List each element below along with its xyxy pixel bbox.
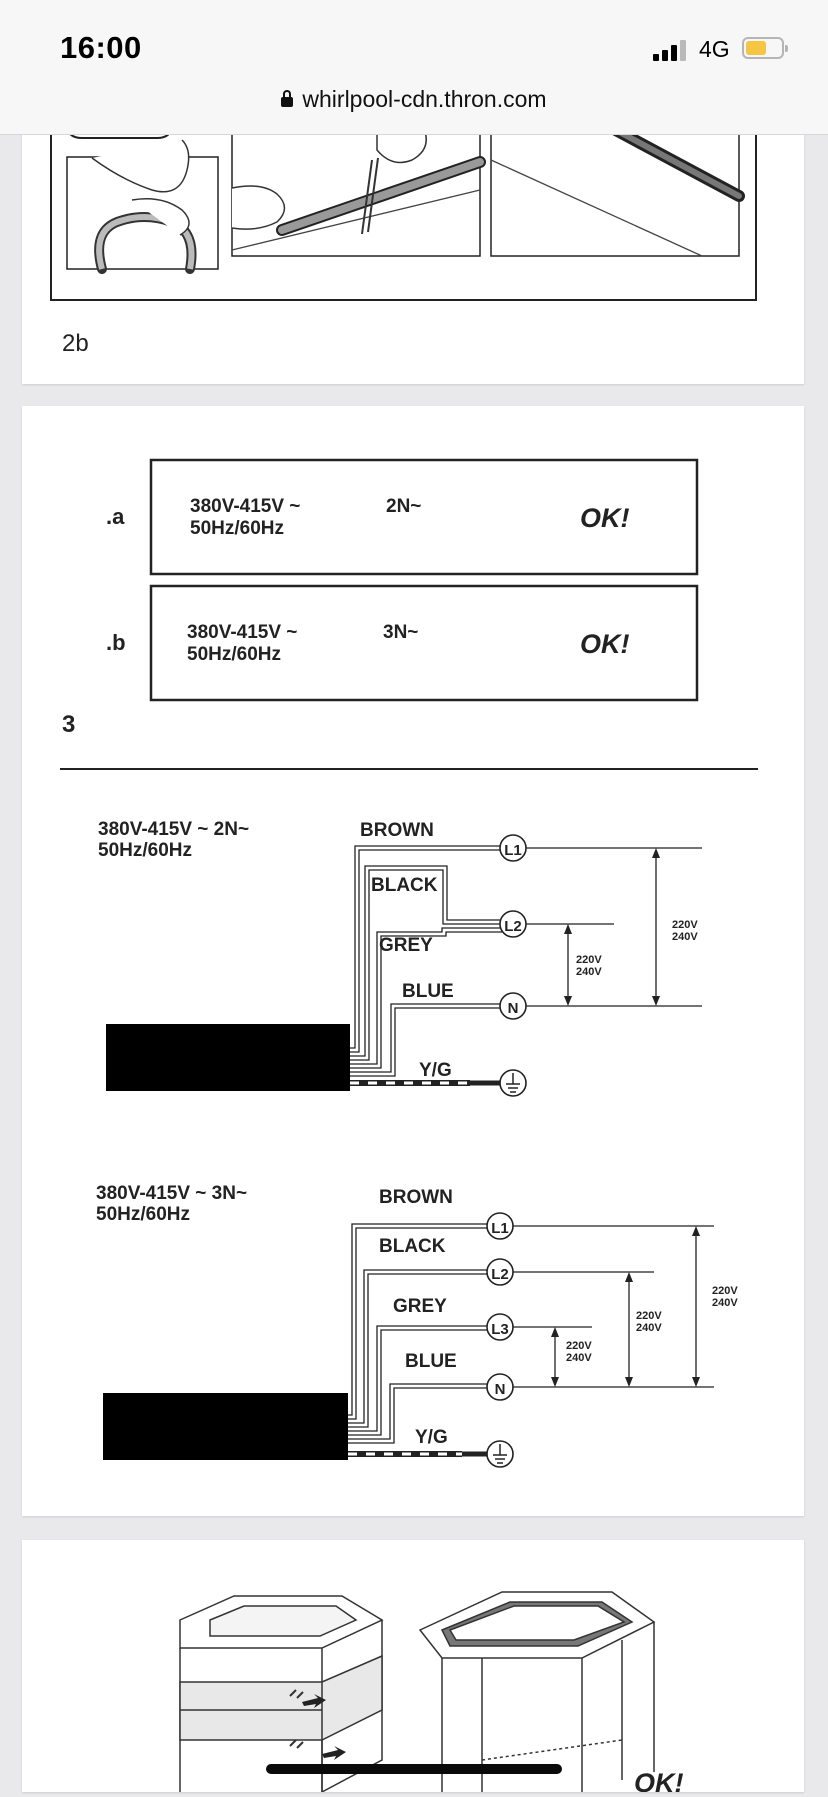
connection-row-a: .a 380V-415V ~ 50Hz/60Hz 2N~ OK!: [106, 458, 699, 576]
figure-3-card: .a 380V-415V ~ 50Hz/60Hz 2N~ OK! .b 380V…: [22, 406, 804, 1516]
connection-row-b: .b 380V-415V ~ 50Hz/60Hz 3N~ OK!: [106, 584, 699, 702]
svg-text:N: N: [495, 1381, 506, 1398]
wire-black-label: BLACK: [371, 875, 438, 896]
diagram-3n-supply: 380V-415V ~ 3N~: [96, 1183, 247, 1204]
terminal-l2: L2: [504, 918, 522, 935]
svg-text:L1: L1: [491, 1220, 509, 1237]
svg-text:240V: 240V: [566, 1352, 592, 1364]
figure-3-label: 3: [62, 711, 75, 738]
row-a-result: OK!: [580, 503, 630, 533]
svg-text:220V: 220V: [712, 1285, 738, 1297]
diagram-2n-frequency: 50Hz/60Hz: [98, 840, 192, 861]
svg-text:BLUE: BLUE: [405, 1351, 457, 1372]
url-text: whirlpool-cdn.thron.com: [302, 86, 547, 112]
svg-text:Y/G: Y/G: [415, 1427, 448, 1448]
wire-blue-label: BLUE: [402, 981, 454, 1002]
row-a-phase: 2N~: [386, 496, 421, 517]
diagram-3n-frequency: 50Hz/60Hz: [96, 1204, 190, 1225]
row-b-voltage: 380V-415V ~: [187, 622, 297, 643]
battery-icon: [742, 37, 788, 59]
svg-text:240V: 240V: [636, 1322, 662, 1334]
svg-text:220V: 220V: [636, 1310, 662, 1322]
wire-brown-label: BROWN: [360, 820, 434, 841]
svg-text:GREY: GREY: [393, 1296, 447, 1317]
svg-text:220V: 220V: [576, 954, 602, 966]
svg-text:L2: L2: [491, 1266, 509, 1283]
wire-grey-label: GREY: [379, 935, 433, 956]
figure-2b-label: 2b: [62, 330, 89, 357]
figure-2b-illustration: 2b: [50, 119, 757, 357]
svg-text:L3: L3: [491, 1321, 509, 1338]
row-b-result: OK!: [580, 629, 630, 659]
row-a-frequency: 50Hz/60Hz: [190, 518, 284, 539]
terminal-n: N: [508, 1000, 519, 1017]
wiring-diagram-3n: 380V-415V ~ 3N~ 50Hz/60Hz BROWN BLACK GR…: [96, 1183, 738, 1468]
figure-4-card: OK!: [22, 1540, 804, 1797]
clock: 16:00: [60, 30, 142, 65]
row-a-voltage: 380V-415V ~: [190, 496, 300, 517]
row-b-id: .b: [106, 630, 126, 655]
row-a-id: .a: [106, 504, 125, 529]
diagram-2n-supply: 380V-415V ~ 2N~: [98, 819, 249, 840]
row-b-phase: 3N~: [383, 622, 418, 643]
svg-text:BROWN: BROWN: [379, 1187, 453, 1208]
wiring-diagram-2n: 380V-415V ~ 2N~ 50Hz/60Hz BROWN BLACK GR…: [98, 819, 702, 1097]
svg-text:240V: 240V: [712, 1297, 738, 1309]
figure-3-illustration: .a 380V-415V ~ 50Hz/60Hz 2N~ OK! .b 380V…: [60, 458, 758, 1468]
earth-icon: [506, 1073, 520, 1093]
address-bar[interactable]: whirlpool-cdn.thron.com: [0, 86, 828, 113]
home-indicator[interactable]: [266, 1764, 562, 1774]
status-bar: 16:00 4G whirlpool-cdn.thron.com: [0, 0, 828, 135]
earth-icon: [493, 1444, 507, 1464]
signal-icon: [653, 39, 689, 61]
terminal-l1: L1: [504, 842, 522, 859]
svg-text:BLACK: BLACK: [379, 1236, 446, 1257]
svg-text:220V: 220V: [672, 919, 698, 931]
lock-icon: [281, 90, 294, 107]
figure-4-ok-label: OK!: [634, 1768, 684, 1792]
svg-text:240V: 240V: [576, 966, 602, 978]
svg-text:220V: 220V: [566, 1340, 592, 1352]
wire-yg-label: Y/G: [419, 1060, 452, 1081]
figure-4-illustration: OK!: [179, 1591, 684, 1797]
row-b-frequency: 50Hz/60Hz: [187, 644, 281, 665]
network-label: 4G: [699, 36, 730, 62]
svg-text:240V: 240V: [672, 931, 698, 943]
